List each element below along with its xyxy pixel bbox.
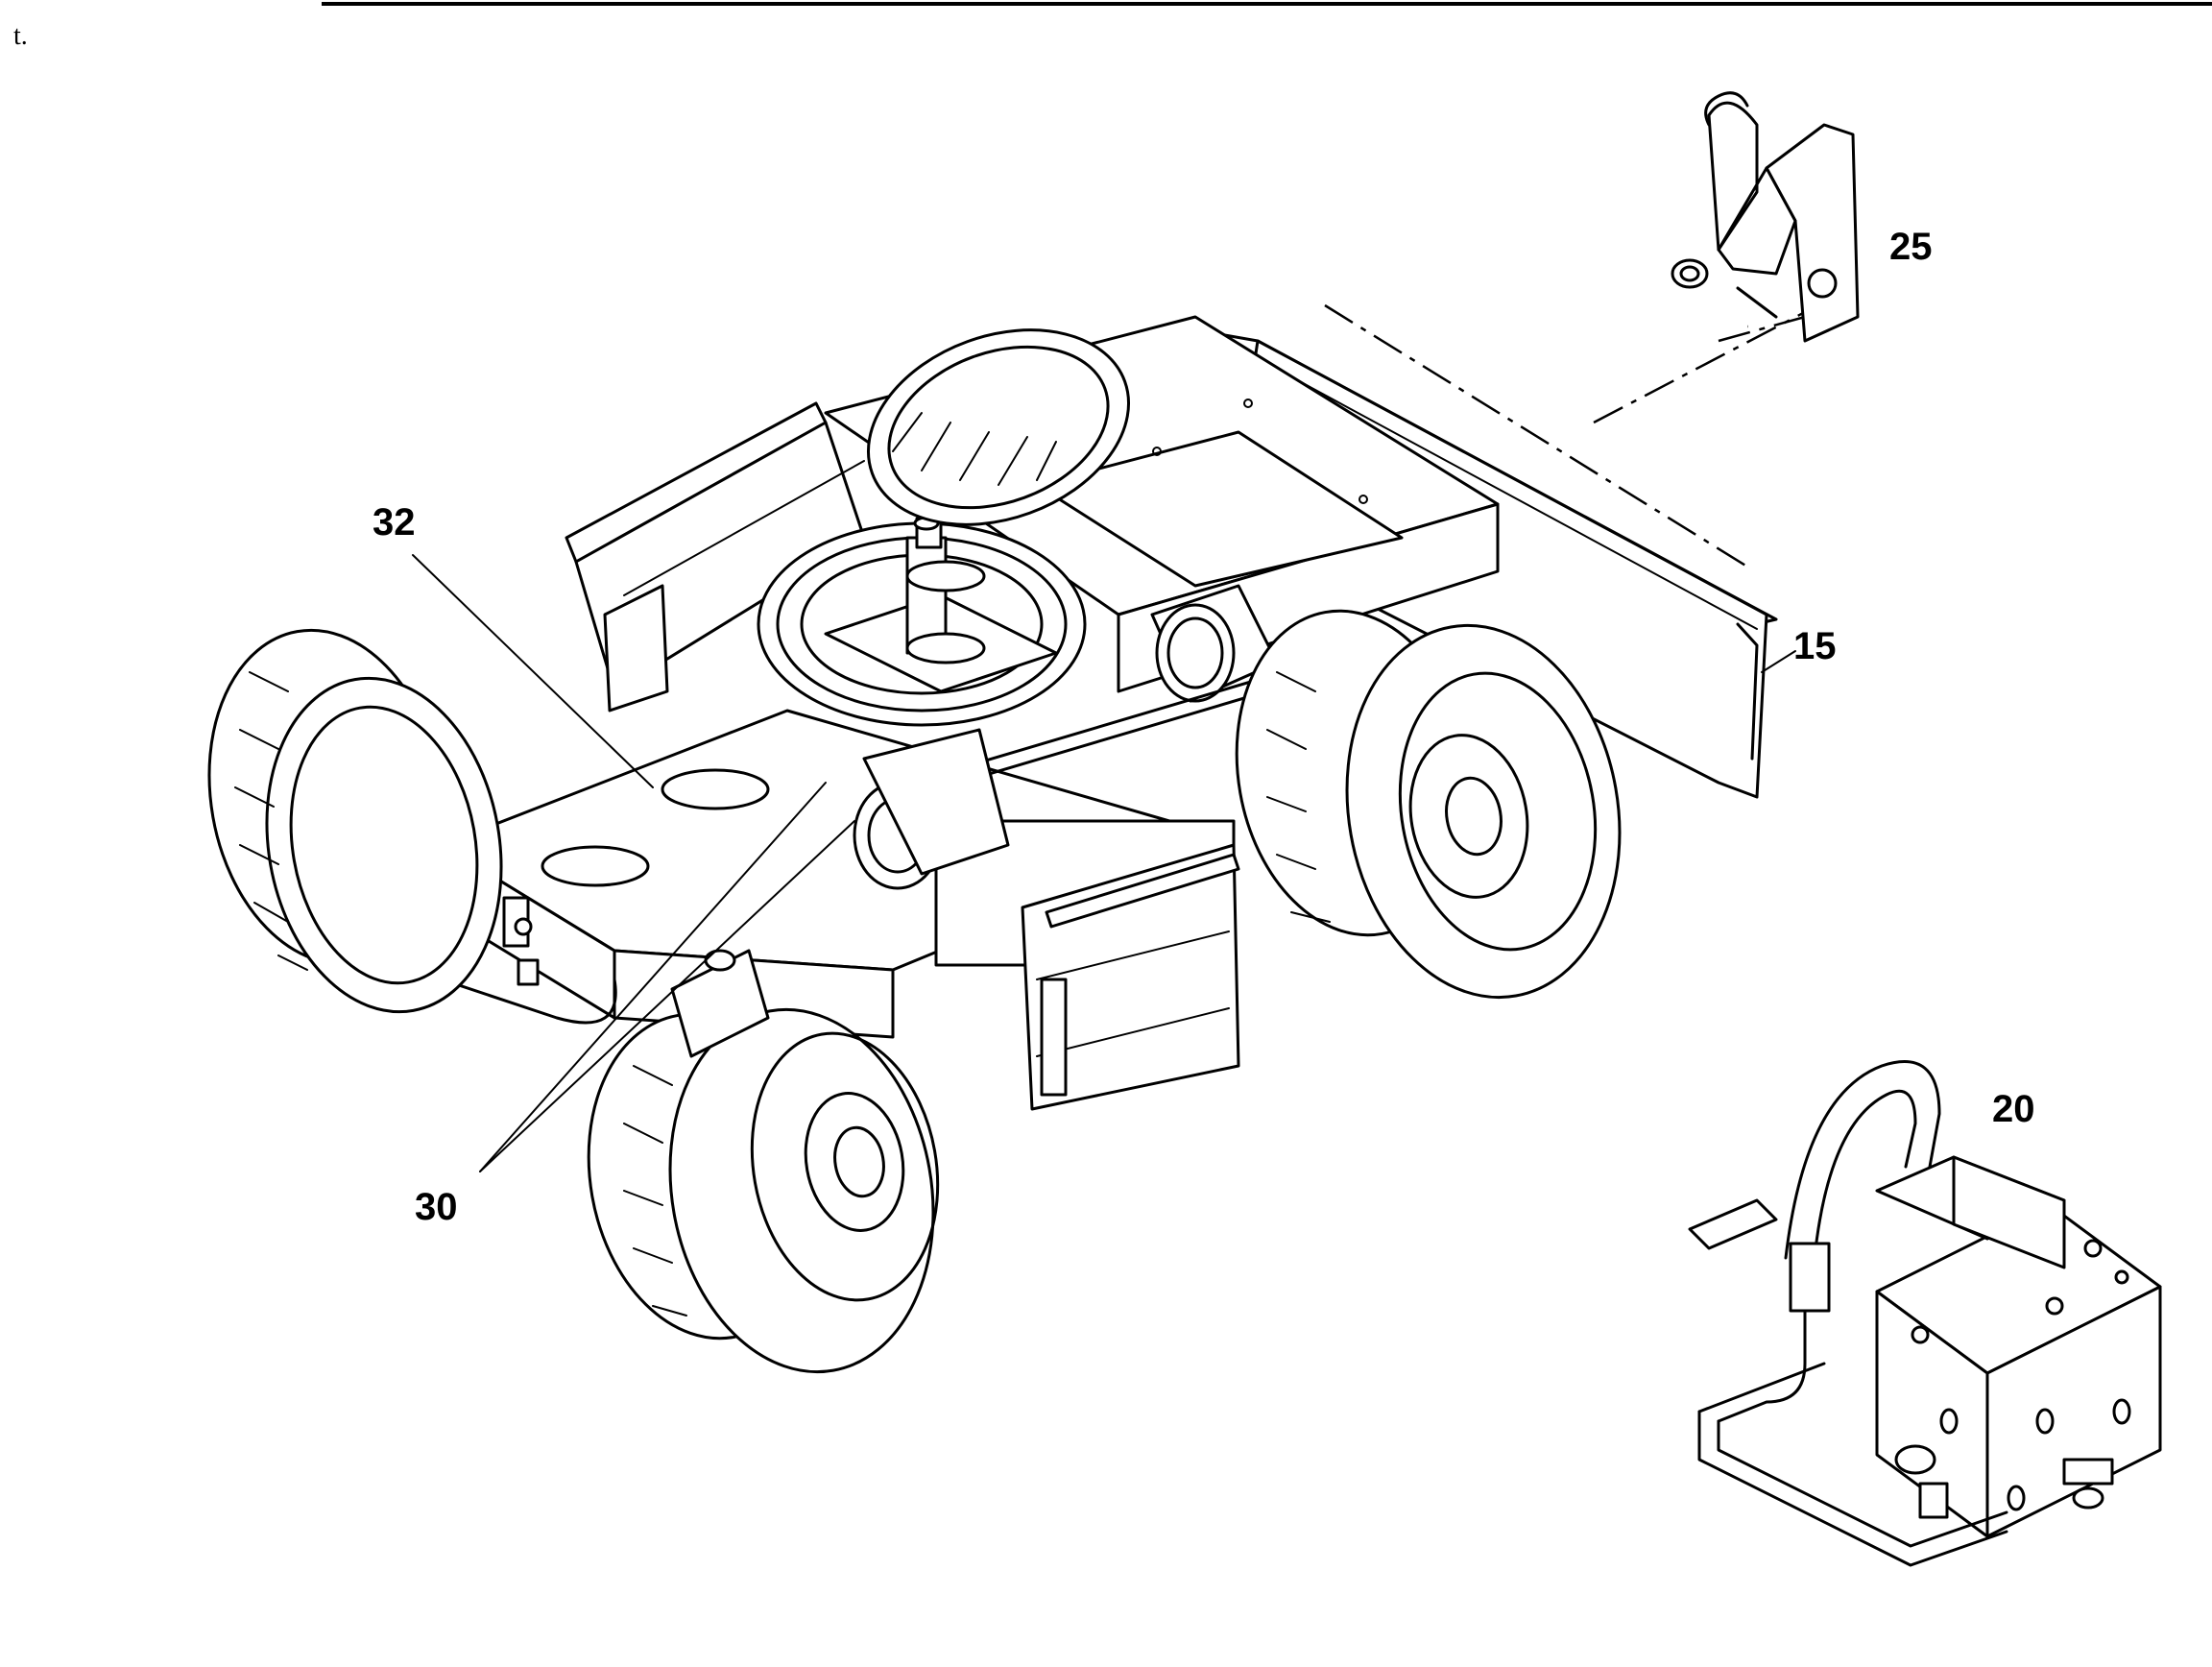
detail-20-valve-block — [1688, 1060, 2162, 1567]
front-axle-housing — [853, 728, 1010, 890]
callout-32: 32 — [373, 501, 416, 544]
stray-mark: t. — [13, 21, 28, 51]
assembly-leader-25d — [1718, 315, 1806, 343]
assembly-leader-25b — [1593, 310, 1806, 424]
leader-line-15 — [1761, 650, 1796, 673]
leader-line-30a — [479, 782, 827, 1172]
steering-cylinder — [670, 949, 770, 1058]
turntable-ring — [757, 516, 1087, 727]
callout-20: 20 — [1992, 1088, 2035, 1130]
callout-30: 30 — [415, 1186, 458, 1228]
front-frame — [565, 401, 866, 713]
wheel-rear-right — [1235, 609, 1622, 1000]
leader-line-30b — [479, 820, 855, 1172]
deck-brackets — [502, 896, 540, 986]
wheel-front-right — [587, 1007, 940, 1374]
rear-axle-housing — [958, 584, 1317, 785]
callout-25: 25 — [1889, 226, 1933, 268]
assembly-leader-25a — [1324, 303, 1748, 568]
wheel-front-left — [207, 628, 503, 1014]
wheel-rear-far — [866, 328, 1131, 526]
callout-15: 15 — [1793, 625, 1837, 667]
detail-25-pin-bracket — [1671, 91, 1860, 343]
leader-line-32 — [412, 554, 654, 788]
